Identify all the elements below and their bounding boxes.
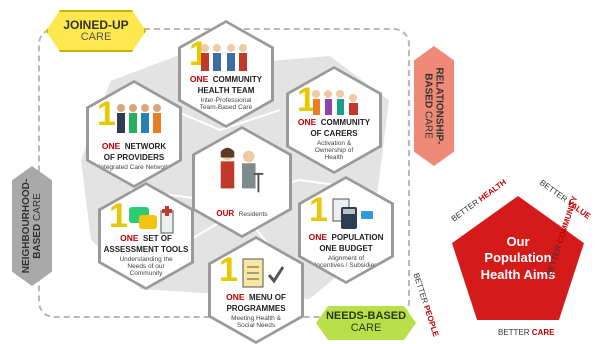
providers-people-icon bbox=[117, 104, 161, 133]
health-team-title: COMMUNITY bbox=[212, 75, 263, 85]
assessment-sub-2: Needs of our bbox=[127, 262, 165, 270]
hex-population-one-budget: 1 ONE POPULATION ONE BUDGET Alignment of… bbox=[298, 176, 394, 284]
aims-title-3: Health Aims bbox=[480, 266, 556, 282]
aims-title-1: Our bbox=[506, 234, 530, 249]
hex-menu-of-programmes: 1 ONE MENU OF PROGRAMMES Meeting Health … bbox=[208, 236, 304, 344]
programmes-one: ONE bbox=[226, 292, 245, 303]
population-health-aims-title: Our Population Health Aims bbox=[470, 234, 566, 283]
carers-title-2: OF CARERS bbox=[310, 129, 358, 139]
budget-title-2: ONE BUDGET bbox=[319, 244, 373, 254]
needs-based-care-tag: NEEDS-BASED CARE bbox=[316, 306, 416, 340]
hex-community-health-team: 1 ONE COMMUNITY HEALTH TEAM Inter-Profes… bbox=[178, 20, 274, 128]
one-numeral-icon: 1 bbox=[97, 95, 116, 133]
carers-title: COMMUNITY bbox=[320, 118, 371, 128]
aim-health-prefix: BETTER bbox=[449, 197, 481, 224]
aim-better-care: BETTER CARE bbox=[498, 328, 554, 337]
hex-set-of-assessment-tools: 1 ONE SET OF ASSESSMENT TOOLS Understand… bbox=[98, 182, 194, 290]
needs-based-care-label: CARE bbox=[350, 322, 382, 334]
aim-better-people: BETTER PEOPLE bbox=[411, 272, 440, 338]
aim-health-word: HEALTH bbox=[476, 177, 509, 204]
aims-title-2: Population bbox=[484, 250, 552, 266]
budget-title: POPULATION bbox=[331, 233, 384, 243]
aim-care-word: CARE bbox=[531, 328, 555, 337]
programmes-sub: Meeting Health & bbox=[231, 314, 281, 322]
one-numeral-icon: 1 bbox=[219, 251, 238, 289]
programmes-checklist-icon bbox=[242, 258, 285, 288]
aim-people-word: PEOPLE bbox=[421, 304, 441, 338]
relationship-care-label: CARE bbox=[423, 110, 435, 139]
health-team-people-icon bbox=[201, 44, 247, 71]
assessment-one: ONE bbox=[120, 233, 139, 244]
one-numeral-icon: 1 bbox=[297, 81, 316, 119]
neighbourhood-text: NEIGHBOURHOOD- BASED CARE bbox=[21, 179, 43, 273]
hex-our-residents: OUR Residents bbox=[192, 126, 292, 238]
carers-sub: Activation & bbox=[316, 139, 352, 147]
aim-value-prefix: BETTER bbox=[538, 178, 569, 204]
aim-care-prefix: BETTER bbox=[498, 328, 530, 337]
carers-sub-3: Health bbox=[324, 153, 344, 161]
programmes-title-2: PROGRAMMES bbox=[226, 304, 286, 314]
assessment-sub-3: Community bbox=[129, 269, 163, 277]
needs-based-label: NEEDS-BASED bbox=[325, 310, 407, 323]
health-team-sub: Inter-Professional bbox=[200, 96, 252, 104]
budget-one: ONE bbox=[308, 232, 328, 243]
relationship-text: RELATIONSHIP- BASED CARE bbox=[423, 67, 445, 144]
budget-sub-2: Incentives / Subsidies bbox=[314, 261, 378, 269]
hex-community-of-carers: 1 ONE COMMUNITY OF CARERS Activation & O… bbox=[286, 66, 382, 174]
assessment-title: SET OF bbox=[142, 234, 172, 244]
providers-title: NETWORK bbox=[124, 142, 167, 152]
neighbourhood-label: NEIGHBOURHOOD- bbox=[21, 178, 33, 274]
health-team-title-2: HEALTH TEAM bbox=[197, 86, 255, 96]
residents-people-icon bbox=[220, 147, 264, 193]
providers-one: ONE bbox=[101, 141, 121, 152]
relationship-based-label: BASED bbox=[423, 73, 435, 109]
joined-up-care-label: CARE bbox=[80, 30, 112, 43]
health-team-one: ONE bbox=[189, 74, 209, 85]
carers-one: ONE bbox=[297, 117, 317, 128]
programmes-title: MENU OF bbox=[248, 293, 286, 303]
hex-network-of-providers: 1 ONE NETWORK OF PROVIDERS Integrated Ca… bbox=[86, 80, 182, 188]
neighbourhood-based-label: BASED bbox=[32, 223, 44, 259]
aim-people-prefix: BETTER bbox=[411, 272, 430, 305]
neighbourhood-care-label: CARE bbox=[32, 193, 44, 222]
one-numeral-icon: 1 bbox=[109, 197, 128, 235]
health-team-sub-2: Team-Based Care bbox=[199, 103, 253, 111]
providers-sub: Integrated Care Network bbox=[98, 163, 170, 171]
joined-up-label: JOINED-UP bbox=[63, 17, 129, 32]
carers-people-icon bbox=[312, 90, 358, 115]
assessment-sub: Understanding the bbox=[119, 255, 173, 263]
relationship-based-care-tag: RELATIONSHIP- BASED CARE bbox=[414, 46, 454, 166]
neighbourhood-based-care-tag: NEIGHBOURHOOD- BASED CARE bbox=[12, 166, 52, 286]
joined-up-care-tag: JOINED-UP CARE bbox=[46, 10, 146, 52]
assessment-title-2: ASSESSMENT TOOLS bbox=[103, 245, 189, 255]
providers-title-2: OF PROVIDERS bbox=[103, 153, 165, 163]
residents-title-rest: Residents bbox=[238, 211, 268, 218]
relationship-label: RELATIONSHIP- bbox=[434, 67, 446, 145]
carers-sub-2: Ownership of bbox=[314, 146, 354, 154]
programmes-sub-2: Social Needs bbox=[236, 321, 276, 329]
assessment-tools-icon bbox=[129, 206, 174, 234]
residents-title: OUR bbox=[216, 209, 235, 218]
one-numeral-icon: 1 bbox=[309, 191, 328, 229]
budget-sub: Alignment of bbox=[327, 254, 365, 262]
budget-calculator-icon bbox=[332, 198, 373, 229]
